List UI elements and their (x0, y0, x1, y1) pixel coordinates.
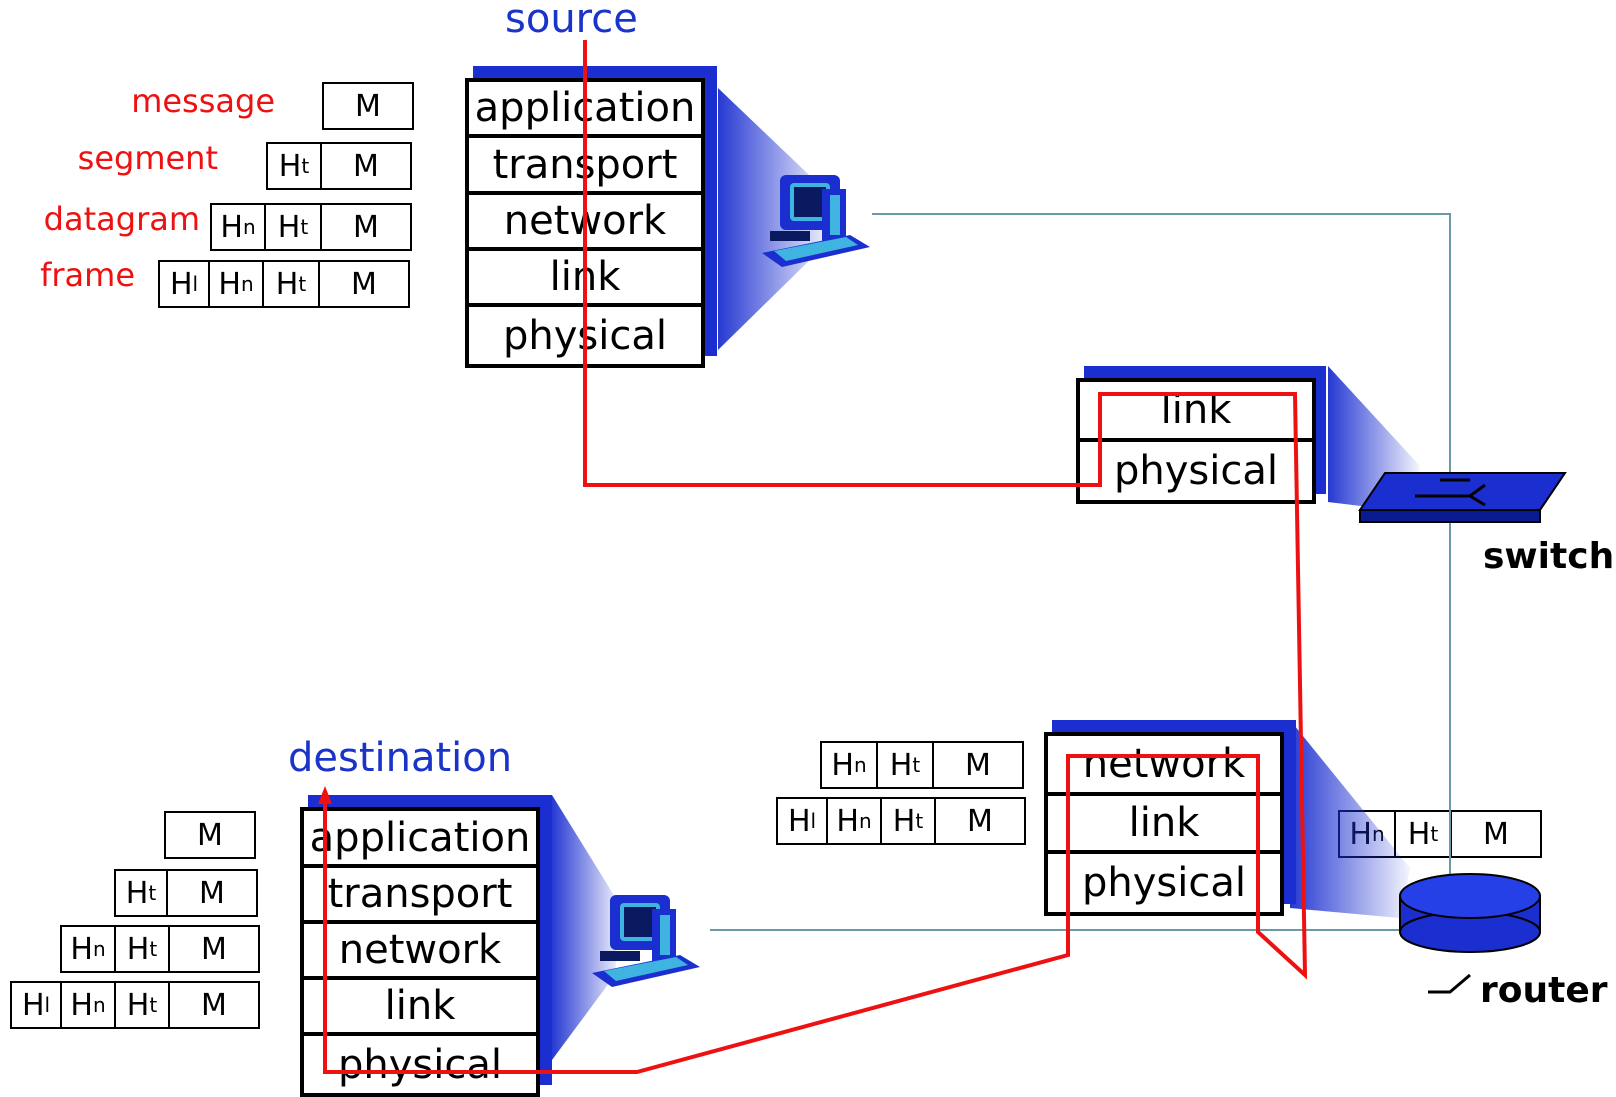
source-layer-link: link (469, 251, 701, 307)
dest-fan (552, 795, 620, 1060)
router-out-datagram-packet: Hn Ht M (1338, 810, 1542, 858)
payload-cell: M (197, 817, 223, 853)
source-title: source (505, 0, 638, 42)
switch-icon (1358, 472, 1567, 523)
router-layer-physical: physical (1082, 860, 1246, 906)
source-layer-network: network (469, 195, 701, 251)
payload-cell: M (201, 987, 227, 1023)
dest-message-packet: M (164, 811, 256, 859)
router-protocol-stack: network link physical (1044, 720, 1296, 916)
payload-cell: M (199, 875, 225, 911)
frame-label: frame (40, 256, 135, 294)
router-layer-network: network (1048, 736, 1280, 796)
router-icon (1399, 873, 1541, 994)
dest-layer-network: network (304, 924, 536, 980)
switch-layer-link: link (1080, 382, 1312, 442)
dest-layer-application: application (304, 811, 536, 868)
source-layer-application: application (469, 82, 701, 138)
dest-layer-link: link (304, 980, 536, 1036)
router-layer-link: link (1048, 796, 1280, 854)
datagram-label: datagram (43, 200, 200, 238)
dest-layer-physical: physical (338, 1041, 502, 1088)
router-fan (1290, 720, 1410, 918)
source-protocol-stack: application transport network link physi… (465, 66, 717, 368)
segment-label: segment (77, 139, 218, 177)
message-label: message (131, 82, 275, 120)
switch-label: switch (1483, 536, 1615, 577)
dest-layer-transport: transport (304, 868, 536, 924)
source-layer-physical: physical (503, 312, 667, 359)
payload-cell: M (201, 931, 227, 967)
switch-layer-physical: physical (1114, 448, 1278, 494)
dest-protocol-stack: application transport network link physi… (300, 795, 552, 1097)
switch-protocol-stack: link physical (1076, 366, 1326, 506)
source-layer-transport: transport (469, 138, 701, 195)
router-label: router (1480, 970, 1608, 1011)
payload-cell: M (1483, 816, 1509, 852)
